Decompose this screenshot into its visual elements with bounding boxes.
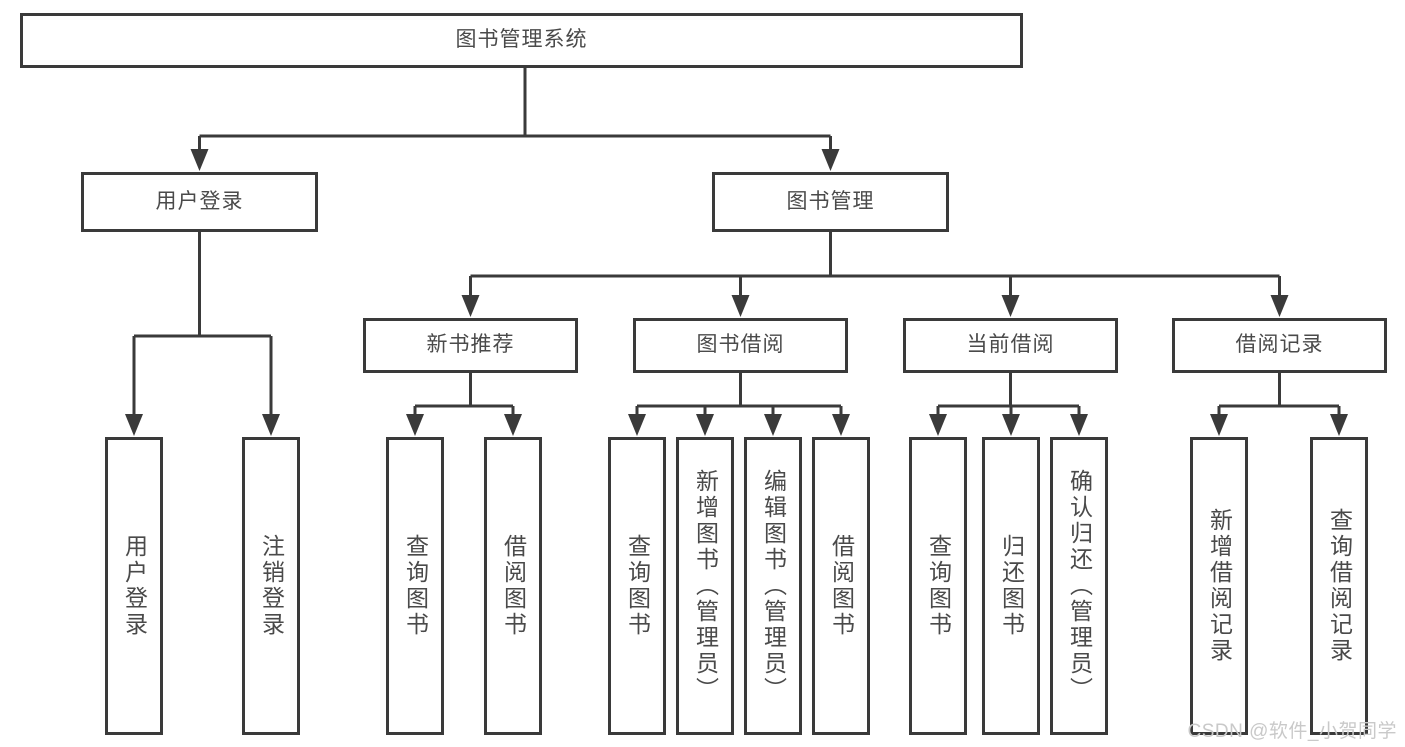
node-leaf-logout[interactable]: 注销登录 <box>242 437 300 735</box>
conn-newbook-to-leaves-arrowhead-0 <box>406 414 424 436</box>
node-label: 查询图书 <box>925 534 952 638</box>
conn-bookmgmt-to-level3-arrowhead-3 <box>1270 295 1289 317</box>
node-label: 图书管理 <box>786 189 875 213</box>
conn-borrow-to-leaves-arrowhead-3 <box>832 414 850 436</box>
node-label: 用户登录 <box>121 534 148 638</box>
conn-bookmgmt-to-level3-arrowhead-1 <box>731 295 750 317</box>
node-label: 查询图书 <box>624 534 651 638</box>
node-leaf-return-book[interactable]: 归还图书 <box>982 437 1040 735</box>
watermark: CSDN @软件_小贺同学 <box>1187 721 1397 742</box>
conn-borrow-to-leaves-arrowhead-2 <box>764 414 782 436</box>
node-label: 编辑图书（管理员） <box>760 469 787 703</box>
node-leaf-query-book-3[interactable]: 查询图书 <box>909 437 967 735</box>
conn-bookmgmt-to-level3-arrowhead-2 <box>1001 295 1020 317</box>
conn-userlogin-to-leaves-arrowhead-0 <box>125 414 143 436</box>
node-leaf-add-book[interactable]: 新增图书（管理员） <box>676 437 734 735</box>
conn-current-to-leaves-arrowhead-2 <box>1070 414 1088 436</box>
node-current-borrow[interactable]: 当前借阅 <box>903 318 1118 373</box>
node-leaf-query-record[interactable]: 查询借阅记录 <box>1310 437 1368 735</box>
node-new-book-recommend[interactable]: 新书推荐 <box>363 318 578 373</box>
conn-borrow-to-leaves-arrowhead-0 <box>628 414 646 436</box>
node-leaf-borrow-book-1[interactable]: 借阅图书 <box>484 437 542 735</box>
node-leaf-query-book-1[interactable]: 查询图书 <box>386 437 444 735</box>
conn-root-to-level2-arrowhead-0 <box>190 149 209 171</box>
node-label: 新增图书（管理员） <box>692 469 719 703</box>
node-leaf-confirm-return[interactable]: 确认归还（管理员） <box>1050 437 1108 735</box>
conn-record-to-leaves-arrowhead-1 <box>1330 414 1348 436</box>
node-label: 注销登录 <box>258 534 285 638</box>
conn-bookmgmt-to-level3-arrowhead-0 <box>461 295 480 317</box>
node-label: 查询借阅记录 <box>1326 508 1353 664</box>
conn-borrow-to-leaves-arrowhead-1 <box>696 414 714 436</box>
node-label: 图书借阅 <box>696 333 785 357</box>
node-label: 查询图书 <box>402 534 429 638</box>
conn-current-to-leaves-arrowhead-0 <box>929 414 947 436</box>
node-label: 确认归还（管理员） <box>1066 469 1093 703</box>
node-label: 新增借阅记录 <box>1206 508 1233 664</box>
node-leaf-query-book-2[interactable]: 查询图书 <box>608 437 666 735</box>
node-label: 归还图书 <box>998 534 1025 638</box>
conn-userlogin-to-leaves-arrowhead-1 <box>262 414 280 436</box>
node-label: 用户登录 <box>155 189 244 213</box>
conn-newbook-to-leaves-arrowhead-1 <box>504 414 522 436</box>
conn-root-to-level2-arrowhead-1 <box>821 149 840 171</box>
node-label: 借阅图书 <box>500 534 527 638</box>
node-label: 借阅记录 <box>1235 333 1324 357</box>
node-label: 借阅图书 <box>828 534 855 638</box>
node-label: 图书管理系统 <box>455 28 588 52</box>
node-book-management[interactable]: 图书管理 <box>712 172 949 232</box>
node-leaf-edit-book[interactable]: 编辑图书（管理员） <box>744 437 802 735</box>
node-borrow-record[interactable]: 借阅记录 <box>1172 318 1387 373</box>
node-root[interactable]: 图书管理系统 <box>20 13 1023 68</box>
node-book-borrow[interactable]: 图书借阅 <box>633 318 848 373</box>
node-user-login[interactable]: 用户登录 <box>81 172 318 232</box>
node-label: 新书推荐 <box>426 333 515 357</box>
conn-current-to-leaves-arrowhead-1 <box>1002 414 1020 436</box>
node-label: 当前借阅 <box>966 333 1055 357</box>
node-leaf-add-record[interactable]: 新增借阅记录 <box>1190 437 1248 735</box>
conn-record-to-leaves-arrowhead-0 <box>1210 414 1228 436</box>
node-leaf-user-login[interactable]: 用户登录 <box>105 437 163 735</box>
node-leaf-borrow-book-2[interactable]: 借阅图书 <box>812 437 870 735</box>
